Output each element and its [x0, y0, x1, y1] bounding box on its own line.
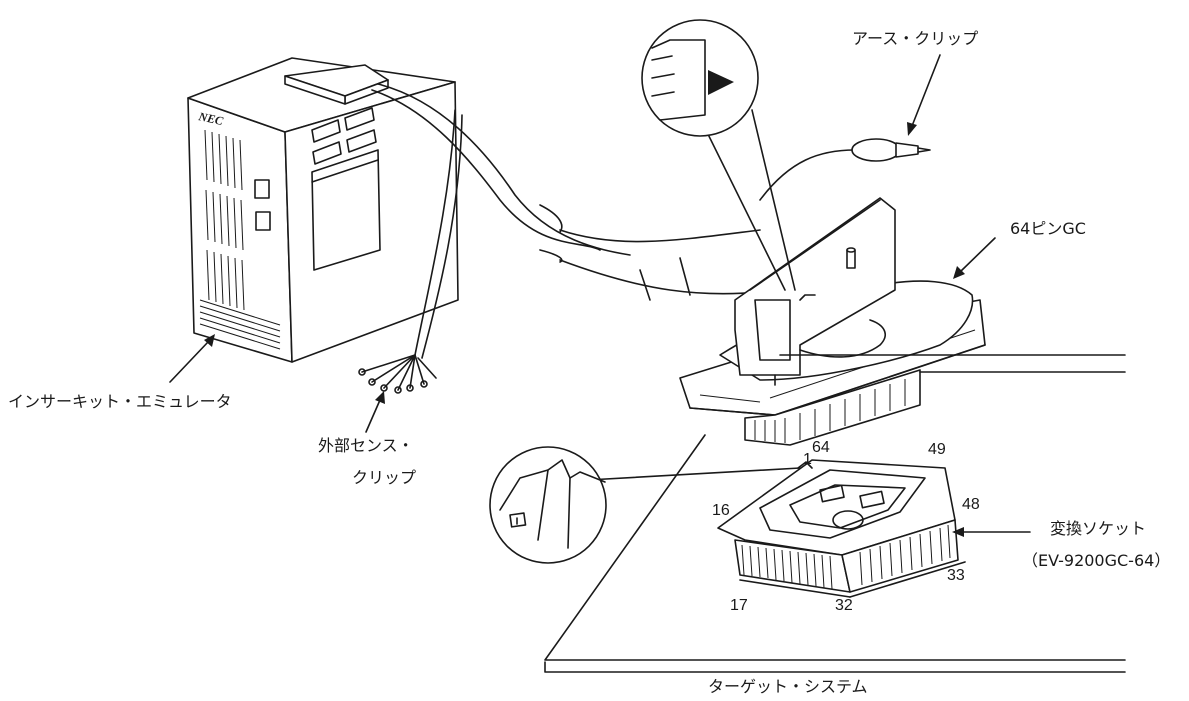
emulator-label: インサーキット・エミュレータ [8, 392, 232, 411]
target-system-label: ターゲット・システム [708, 677, 868, 696]
pin-label-64: 64 [812, 439, 830, 456]
conversion-socket-label-line2: （EV-9200GC-64） [1022, 551, 1171, 570]
probe-detail-callout [641, 19, 796, 291]
sense-clip-label-line1: 外部センス・ [318, 436, 414, 455]
sense-clip-bundle [358, 354, 437, 394]
ground-clip-label: アース・クリップ [852, 29, 979, 48]
pin-label-49: 49 [928, 441, 946, 458]
conversion-socket [587, 459, 966, 598]
leader-lines [169, 54, 1031, 537]
conversion-socket-label-line1: 変換ソケット [1050, 519, 1147, 538]
pin-label-16: 16 [712, 502, 730, 519]
pin-label-33: 33 [947, 567, 965, 584]
socket-detail-callout [489, 446, 607, 564]
pin-label-48: 48 [962, 496, 980, 513]
gc64-label: 64ピンGC [1010, 219, 1086, 238]
probe-64pin-gc [679, 197, 986, 446]
sense-clip-label-line2: クリップ [352, 468, 417, 487]
target-system-board [544, 354, 1126, 673]
pin-label-17: 17 [730, 597, 748, 614]
brand-logo: NEC [196, 109, 225, 128]
pin-label-1: 1 [803, 451, 812, 468]
ground-clip [851, 138, 931, 162]
pin1-triangle-icon [708, 70, 734, 95]
pin-label-32: 32 [835, 597, 853, 614]
in-circuit-emulator: NEC [187, 57, 459, 363]
